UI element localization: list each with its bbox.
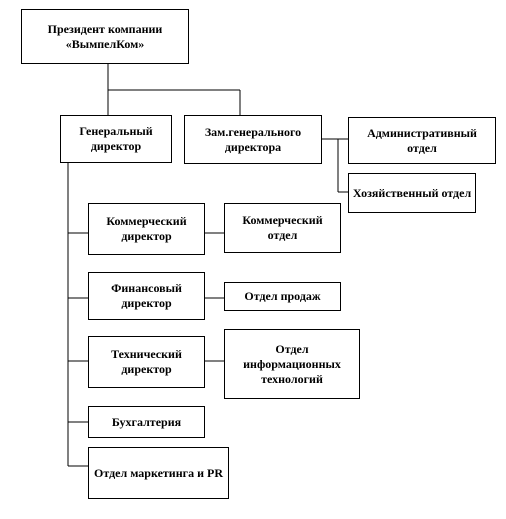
general-director-box: Генеральный директор <box>60 115 172 163</box>
it-dept-box: Отдел информационных технологий <box>224 329 360 399</box>
president-label: Президент компании «ВымпелКом» <box>47 21 163 51</box>
marketing-dept-label: Отдел маркетинга и PR <box>94 465 223 480</box>
deputy-director-box: Зам.генерального директора <box>184 115 322 164</box>
sales-dept-label: Отдел продаж <box>244 289 321 303</box>
technical-director-label: Технический директор <box>111 347 182 376</box>
technical-director-box: Технический директор <box>88 336 205 388</box>
accounting-box: Бухгалтерия <box>88 406 205 438</box>
deputy-director-label: Зам.генерального директора <box>204 124 302 154</box>
president-box: Президент компании «ВымпелКом» <box>21 9 189 64</box>
household-dept-label: Хозяйственный отдел <box>352 185 472 200</box>
marketing-dept-box: Отдел маркетинга и PR <box>88 447 229 499</box>
accounting-label: Бухгалтерия <box>111 414 182 429</box>
household-dept-box: Хозяйственный отдел <box>348 173 476 213</box>
commercial-dept-label: Коммерческий отдел <box>242 213 323 242</box>
admin-dept-box: Административный отдел <box>348 117 496 164</box>
general-director-label: Генеральный директор <box>79 124 153 153</box>
financial-director-box: Финансовый директор <box>88 272 205 320</box>
admin-dept-label: Административный отдел <box>367 125 477 155</box>
financial-director-label: Финансовый директор <box>111 281 182 310</box>
commercial-director-box: Коммерческий директор <box>88 203 205 255</box>
commercial-dept-box: Коммерческий отдел <box>224 203 341 253</box>
it-dept-label: Отдел информационных технологий <box>243 341 341 386</box>
sales-dept-box: Отдел продаж <box>224 282 341 311</box>
commercial-director-label: Коммерческий директор <box>106 214 187 243</box>
